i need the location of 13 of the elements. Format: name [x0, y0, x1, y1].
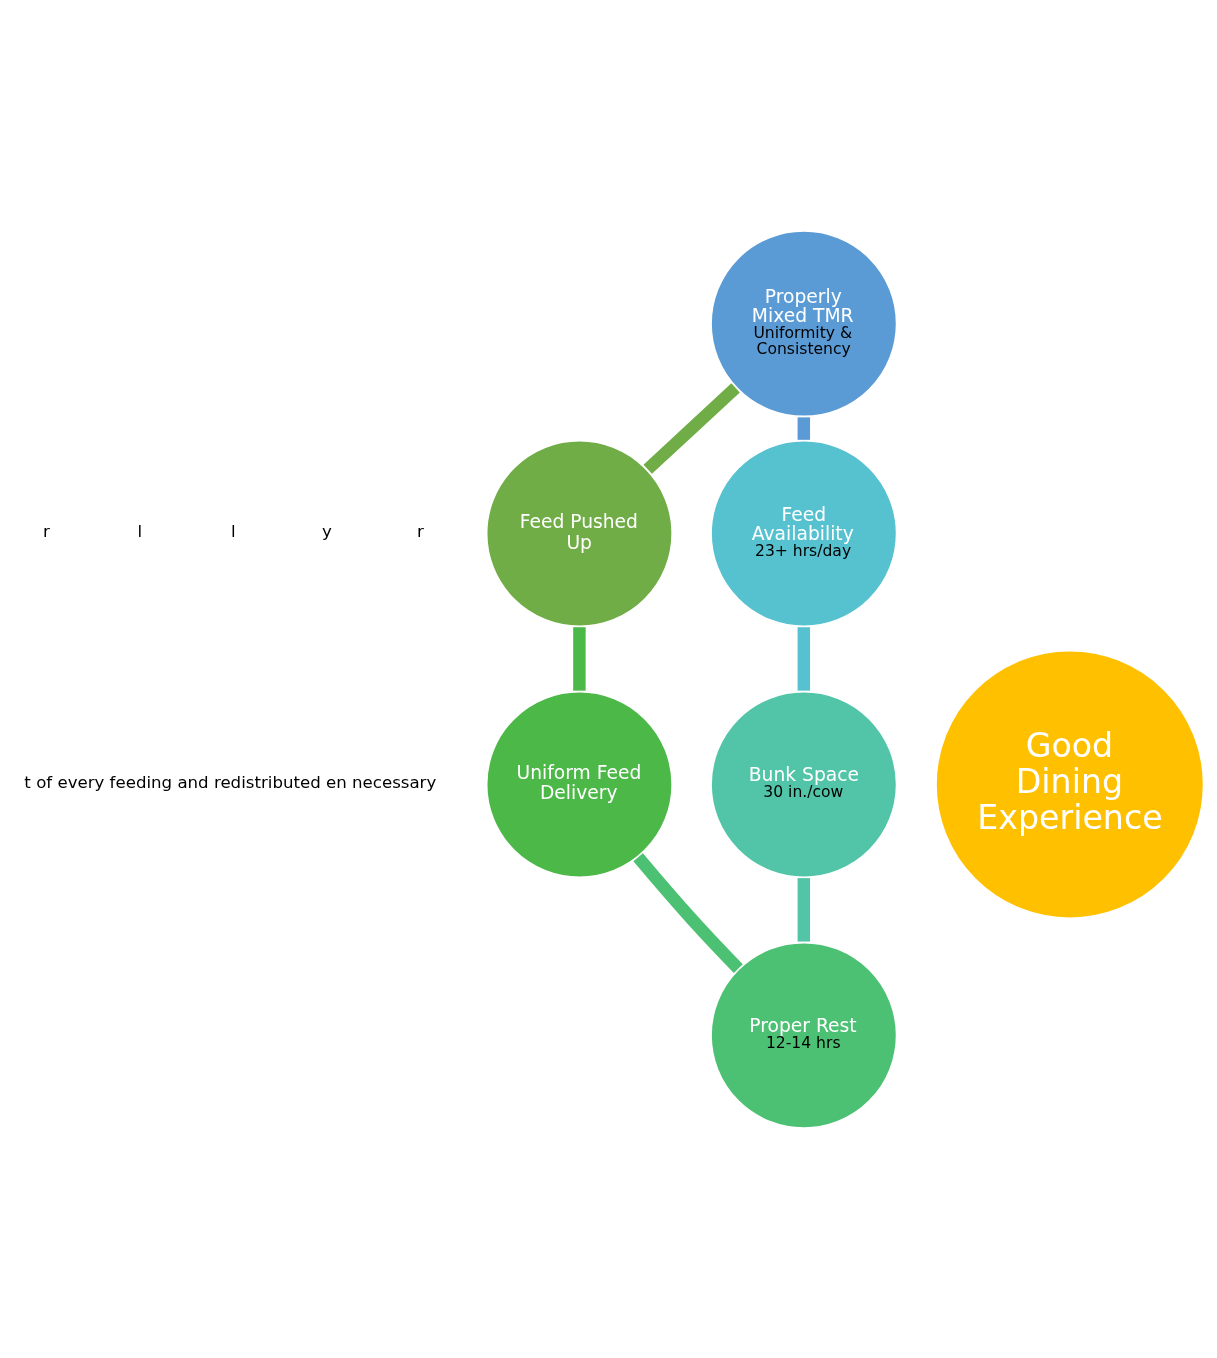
connector	[643, 382, 740, 474]
connector	[797, 877, 811, 942]
label: r	[43, 521, 50, 541]
label: t of every feeding and redistributed en necessary	[24, 772, 437, 792]
node-circle: Properly Mixed TMR Uniformity & Consistency	[708, 228, 899, 419]
label: r	[417, 521, 424, 541]
connector	[573, 626, 586, 691]
connector	[797, 626, 811, 691]
connector	[633, 852, 743, 973]
label: l	[231, 521, 236, 541]
connector	[797, 416, 811, 440]
label: y	[322, 521, 332, 541]
label: l	[137, 521, 143, 541]
